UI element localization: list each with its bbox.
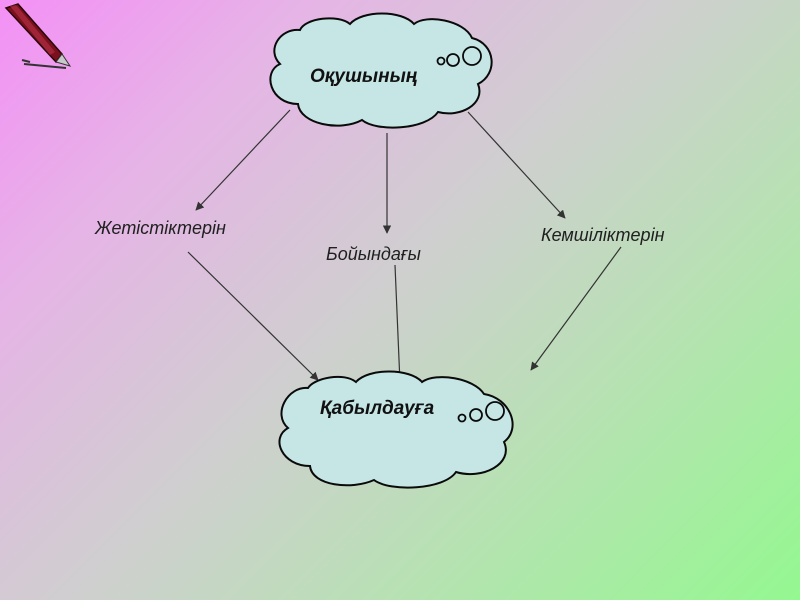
- thought-bubble-large: [486, 402, 504, 420]
- edge-middle-bottom: [395, 265, 400, 383]
- edge-right-bottom: [531, 247, 621, 370]
- edge-top-left: [196, 110, 290, 210]
- thought-bubble-small: [459, 415, 466, 422]
- cloud-bottom: [279, 372, 512, 488]
- node-middle-label: Бойындағы: [326, 244, 421, 265]
- thought-bubble-medium: [447, 54, 459, 66]
- node-right-label: Кемшіліктерін: [541, 225, 664, 246]
- node-bottom-label: Қабылдауға: [320, 398, 434, 420]
- pen-icon: [6, 4, 70, 68]
- edge-left-bottom: [188, 252, 318, 380]
- thought-bubble-large: [463, 47, 481, 65]
- thought-bubble-small: [438, 58, 445, 65]
- edge-top-right: [468, 112, 565, 218]
- node-top-label: Оқушының: [310, 66, 417, 88]
- cloud-bottom-shape: [279, 372, 512, 488]
- node-left-label: Жетістіктерін: [95, 218, 226, 239]
- thought-bubble-medium: [470, 409, 482, 421]
